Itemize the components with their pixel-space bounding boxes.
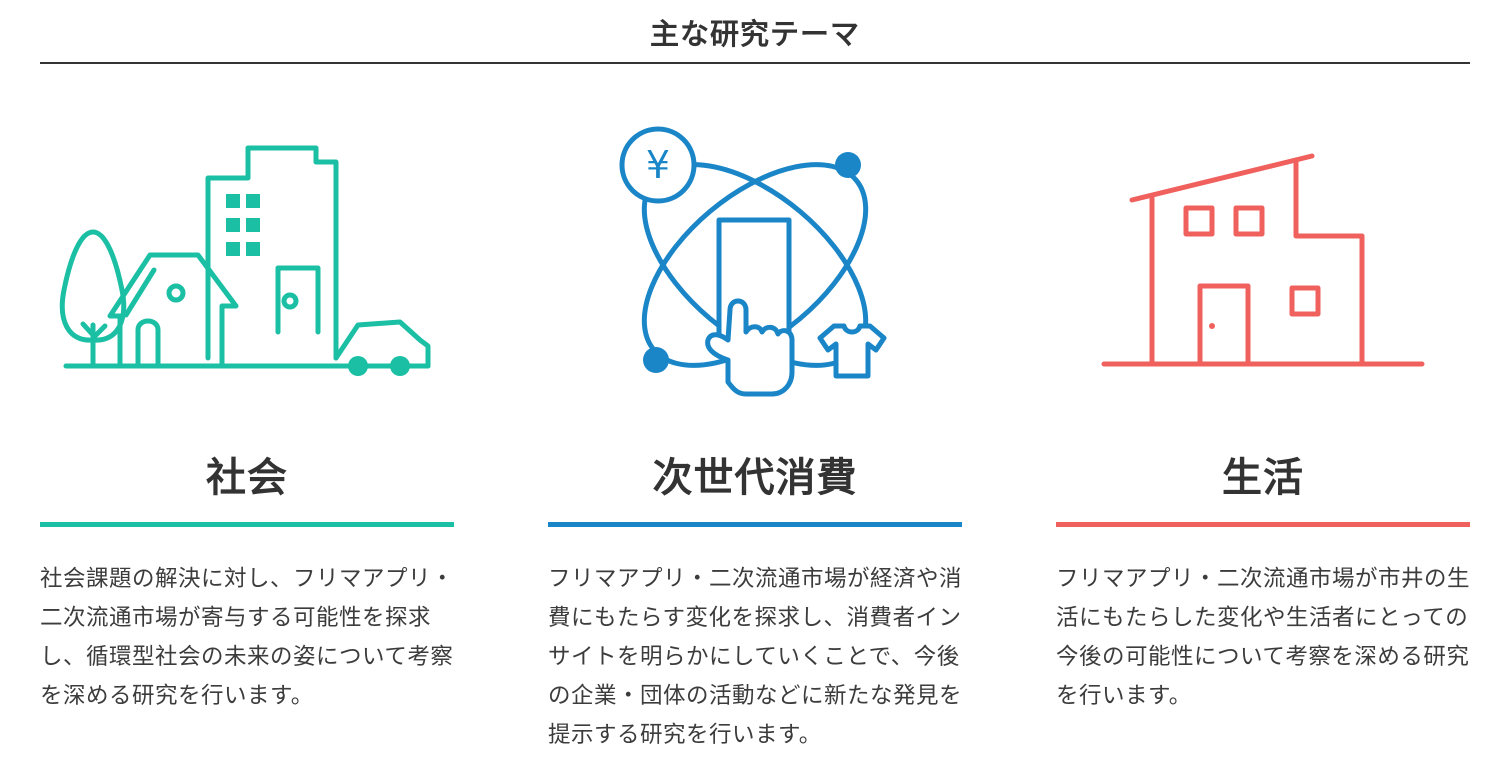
- smartphone-orbit-icon: ¥: [548, 110, 962, 410]
- theme-card-life: 生活 フリマアプリ・二次流通市場が市井の生活にもたらした変化や生活者にとっての今…: [1056, 0, 1470, 772]
- city-buildings-icon: [40, 110, 454, 410]
- theme-title: 社会: [206, 455, 288, 501]
- theme-accent-rule: [1056, 522, 1470, 527]
- theme-title: 生活: [1222, 455, 1304, 501]
- theme-accent-rule: [40, 522, 454, 527]
- theme-description: 社会課題の解決に対し、フリマアプリ・二次流通市場が寄与する可能性を探求し、循環型…: [40, 566, 455, 709]
- yen-symbol: ¥: [646, 143, 670, 187]
- house-icon: [1056, 110, 1470, 410]
- theme-accent-rule: [548, 522, 962, 527]
- section-title: 主な研究テーマ: [649, 17, 860, 51]
- theme-card-society: 社会 社会課題の解決に対し、フリマアプリ・二次流通市場が寄与する可能性を探求し、…: [40, 0, 454, 772]
- section-divider: [40, 62, 1470, 64]
- theme-description: フリマアプリ・二次流通市場が市井の生活にもたらした変化や生活者にとっての今後の可…: [1056, 566, 1471, 709]
- theme-description: フリマアプリ・二次流通市場が経済や消費にもたらす変化を探求し、消費者インサイトを…: [548, 566, 963, 748]
- theme-card-next-gen-consumption: ¥ 次世代消費 フリマアプリ・二次流通市場が経済や消費にもたらす変化を探求し、消…: [548, 0, 962, 772]
- theme-title: 次世代消費: [652, 455, 858, 501]
